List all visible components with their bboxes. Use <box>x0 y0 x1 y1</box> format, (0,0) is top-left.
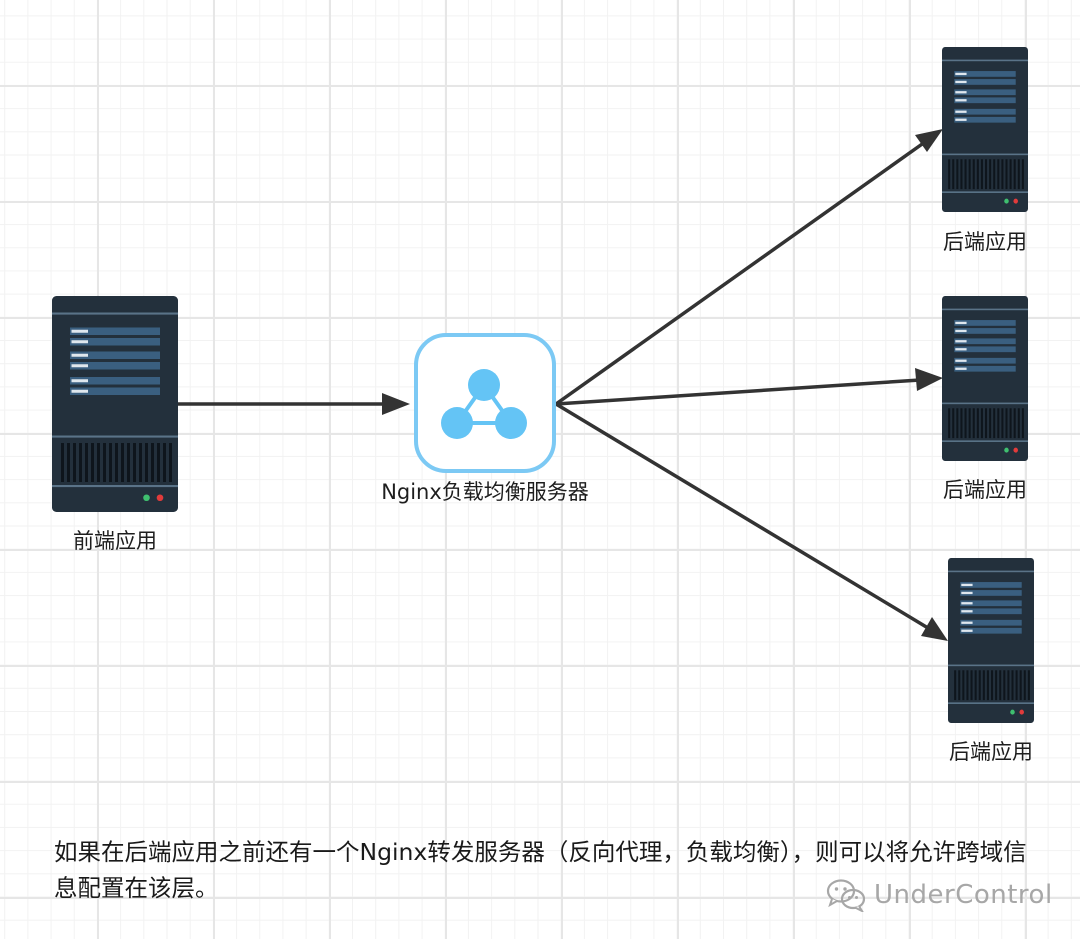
server-icon <box>52 296 178 512</box>
caption-text: 如果在后端应用之前还有一个Nginx转发服务器（反向代理，负载均衡），则可以将允… <box>54 838 1027 902</box>
backend-label-1: 后端应用 <box>943 230 1027 254</box>
wechat-icon <box>826 879 866 912</box>
arrow-nginx-to-backend-1 <box>554 140 927 406</box>
arrow-nginx-to-backend-2 <box>555 378 921 406</box>
backend-label-2: 后端应用 <box>943 478 1027 502</box>
nginx-load-balancer <box>412 332 558 478</box>
backend-label-3: 后端应用 <box>949 740 1033 764</box>
arrowhead-frontend-to-nginx <box>382 393 410 415</box>
server-icon <box>948 558 1034 723</box>
arrowhead-nginx-to-backend-2 <box>915 368 943 391</box>
arrowhead-nginx-to-backend-3 <box>921 617 948 641</box>
watermark-text: UnderControl <box>874 880 1053 910</box>
frontend-label: 前端应用 <box>73 529 157 553</box>
arrow-nginx-to-backend-3 <box>555 402 929 630</box>
server-icon <box>942 296 1028 461</box>
watermark: UnderControl <box>826 878 1053 912</box>
share-network-icon <box>414 333 556 473</box>
backend-server-3 <box>948 558 1034 727</box>
nginx-label: Nginx负载均衡服务器 <box>381 480 589 504</box>
backend-server-1 <box>942 47 1028 216</box>
arrowhead-nginx-to-backend-1 <box>915 129 943 152</box>
server-icon <box>942 47 1028 212</box>
frontend-server <box>52 296 178 516</box>
backend-server-2 <box>942 296 1028 465</box>
